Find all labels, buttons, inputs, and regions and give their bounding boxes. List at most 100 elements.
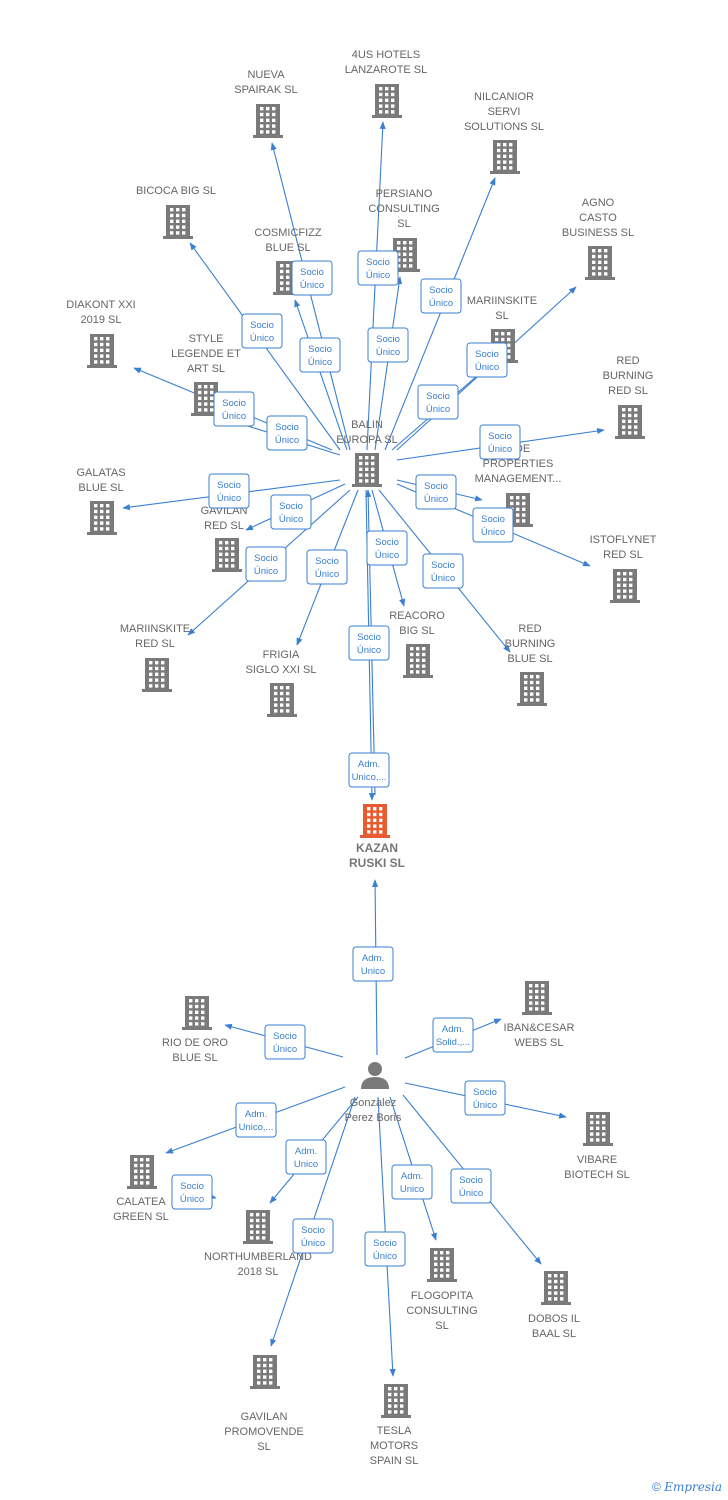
node-label-northumberland: 2018 SL <box>238 1266 279 1278</box>
node-riodeoro[interactable]: RIO DE ORO BLUE SL <box>162 996 228 1064</box>
calatea-building-icon <box>127 1155 157 1189</box>
node-label-dobos: DOBOS IL <box>528 1313 580 1325</box>
edge-label-box <box>432 1017 474 1053</box>
node-label-dobos: BAAL SL <box>532 1328 576 1340</box>
node-label-mariinskitered: MARIINSKITE <box>120 623 190 635</box>
edge-label-line: Socio <box>431 560 455 571</box>
node-label-person: Gonzalez <box>350 1097 396 1109</box>
node-label-redburningred: BURNING <box>603 370 654 382</box>
edge-label-line: Único <box>308 357 332 368</box>
edge-label[interactable]: Adm.Unico <box>391 1164 433 1200</box>
node-label-riodeoro: RIO DE ORO <box>162 1037 228 1049</box>
node-label-kazan: RUSKI SL <box>349 856 405 870</box>
edge-label-line: Socio <box>481 514 505 525</box>
node-label-ibancesar: WEBS SL <box>515 1037 564 1049</box>
edge-label[interactable]: Adm.Solid.,... <box>432 1017 474 1053</box>
node-label-redburningred: RED <box>616 355 639 367</box>
edge-label-line: Socio <box>300 267 324 278</box>
edge-label-line: Unico,... <box>239 1122 274 1133</box>
edge-label-line: Socio <box>279 501 303 512</box>
node-label-agno: CASTO <box>579 212 617 224</box>
node-bicoca[interactable]: BICOCA BIG SL <box>136 185 216 239</box>
node-label-cosmicfizz: BLUE SL <box>265 242 310 254</box>
redburningblue-building-icon <box>517 672 547 706</box>
edge-label[interactable]: Adm.Unico <box>352 946 394 982</box>
edge-label-line: Socio <box>273 1031 297 1042</box>
node-label-style: STYLE <box>189 333 224 345</box>
edge-label-box <box>352 946 394 982</box>
brand-logo[interactable]: Empresia <box>664 1480 722 1494</box>
edge-label-box <box>299 337 341 373</box>
edge-label-line: Socio <box>217 480 241 491</box>
edge-label-line: Único <box>273 1044 297 1055</box>
edge-label-box <box>245 546 287 582</box>
node-label-istoflynet: ISTOFLYNET <box>590 534 657 546</box>
reacoro-building-icon <box>403 644 433 678</box>
edge-label-line: Único <box>481 527 505 538</box>
node-dobos[interactable]: DOBOS IL BAAL SL <box>528 1271 580 1340</box>
flogopita-building-icon <box>427 1248 457 1282</box>
edge-label-box <box>367 327 409 363</box>
node-label-style: ART SL <box>187 363 225 375</box>
edge-label[interactable]: Adm.Unico,... <box>348 752 390 788</box>
edge-label-box <box>420 278 462 314</box>
edge-label[interactable]: Adm.Unico,... <box>235 1102 277 1138</box>
mariinskitered-building-icon <box>142 658 172 692</box>
node-label-reacoro: BIG SL <box>399 625 434 637</box>
edge-label-line: Socio <box>373 1238 397 1249</box>
edge-label[interactable]: Adm.Unico <box>285 1139 327 1175</box>
edge-label-box <box>348 752 390 788</box>
node-label-riodeoro: BLUE SL <box>172 1052 217 1064</box>
